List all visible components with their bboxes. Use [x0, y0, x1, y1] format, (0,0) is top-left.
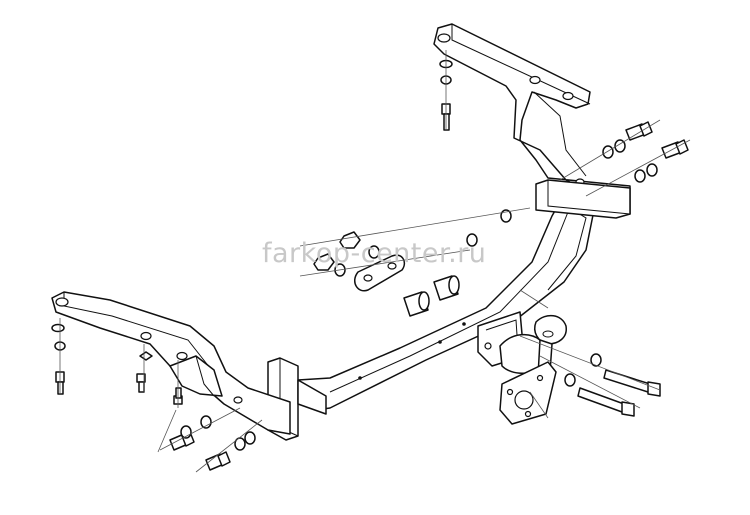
right-end-plate — [535, 179, 631, 219]
spacer-tube-lower — [403, 291, 430, 317]
spacer-tube-upper — [433, 275, 460, 301]
bolt-right-2 — [661, 139, 689, 159]
bolt-right-1 — [625, 121, 653, 141]
tow-ball-mount — [477, 311, 567, 377]
assembly-leader-lines — [59, 50, 691, 473]
spacer-link-plate — [354, 254, 406, 292]
socket-plate — [499, 361, 557, 425]
long-bolt-lower — [577, 387, 635, 417]
bolt-lower-left-2 — [205, 451, 231, 471]
left-mounting-bracket — [51, 291, 291, 435]
watermark-text: farkop-center.ru — [262, 238, 487, 269]
long-bolt-upper — [603, 369, 661, 397]
